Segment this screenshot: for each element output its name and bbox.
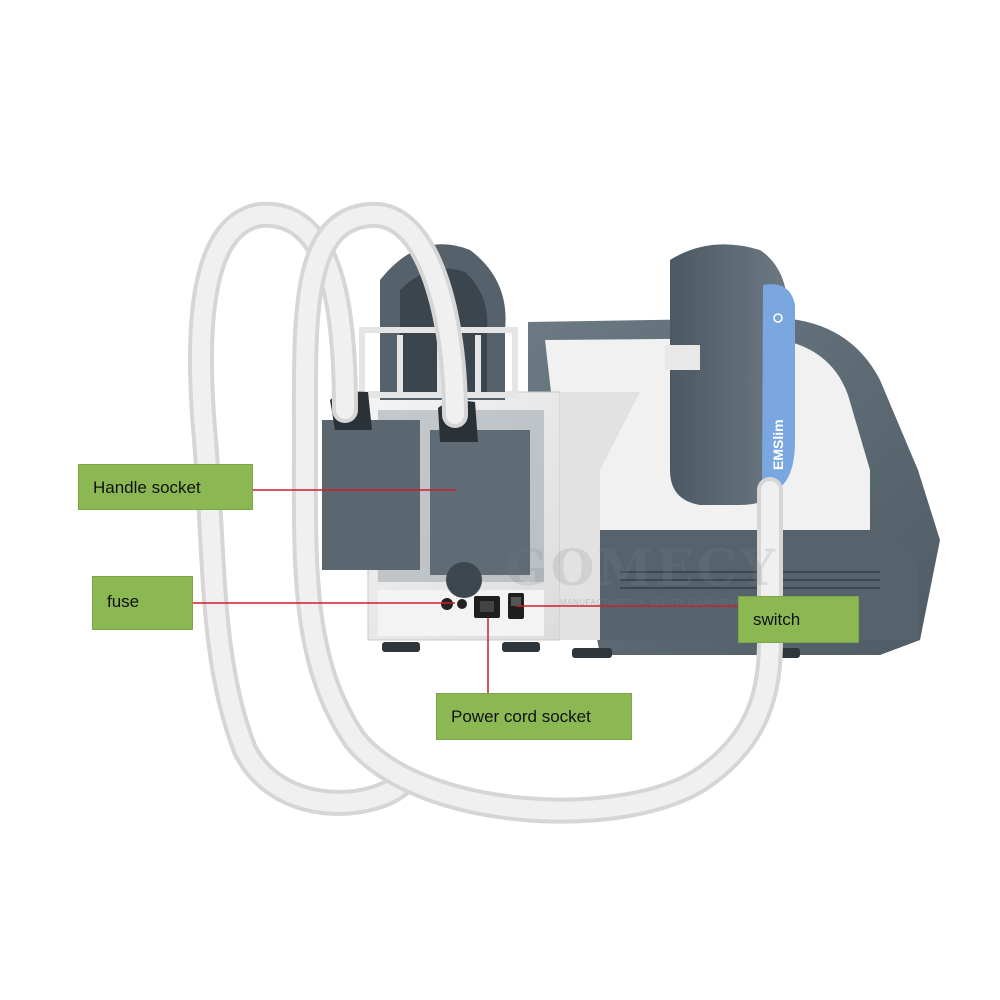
cabinet-vent — [620, 571, 880, 589]
switch-label: switch — [738, 596, 859, 643]
handle-socket-label: Handle socket — [78, 464, 253, 510]
power-cord-socket-label: Power cord socket — [436, 693, 632, 740]
power-cord-socket — [474, 596, 500, 618]
fuse-holder — [441, 598, 467, 610]
watermark-logo: GOMECY — [505, 538, 779, 597]
handle-socket-right — [430, 400, 530, 598]
right-handle-applicator: EMSlim — [665, 244, 795, 505]
watermark-subtext: MANUFACTURER OF BEAUTY EQUIPMENT — [560, 598, 740, 607]
leader-lines — [193, 489, 738, 693]
fuse-label: fuse — [92, 576, 193, 630]
handle-cables — [187, 201, 783, 824]
handle-brand-text: EMSlim — [770, 419, 786, 470]
foot — [502, 642, 540, 652]
foot — [382, 642, 420, 652]
